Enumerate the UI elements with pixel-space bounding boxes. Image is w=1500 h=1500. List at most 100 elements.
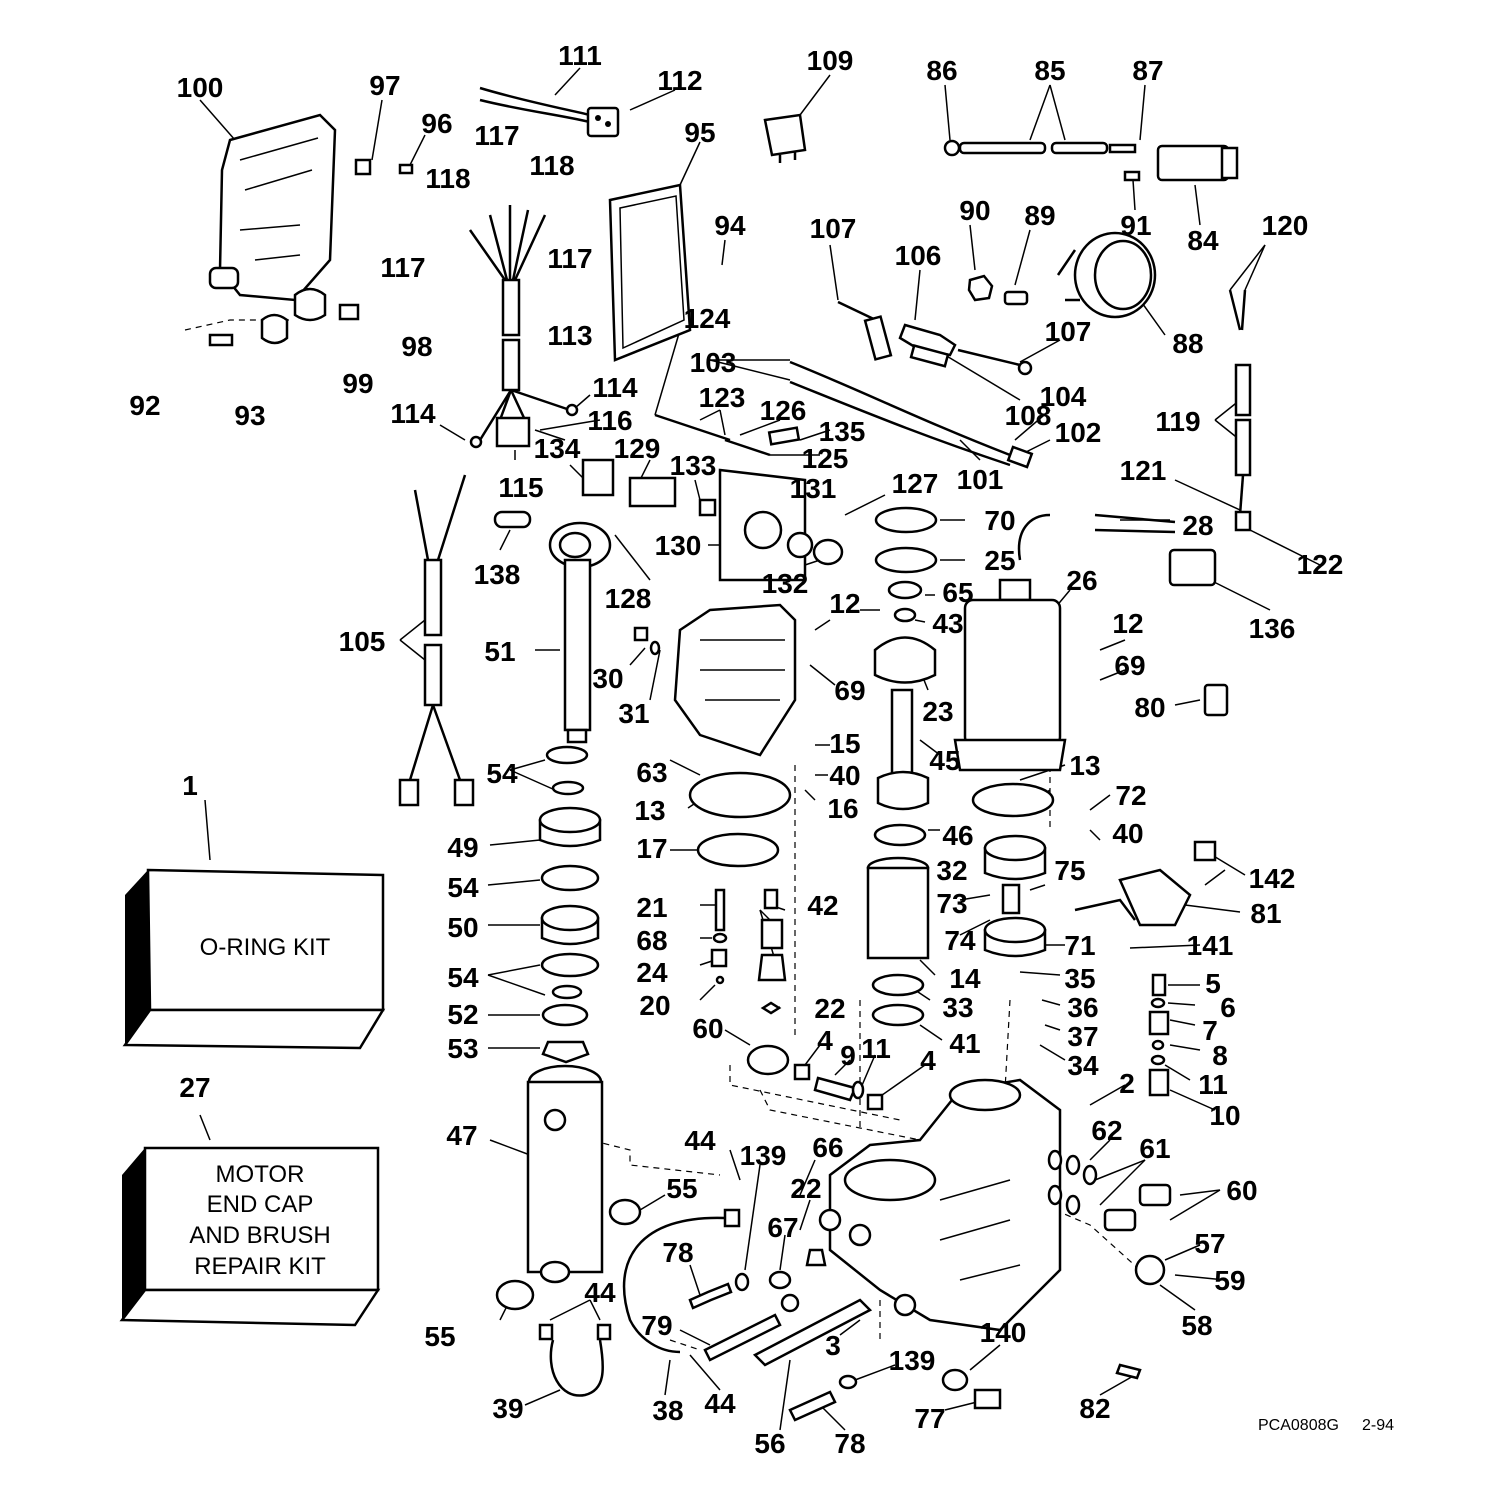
callout-68: 68 bbox=[636, 925, 667, 956]
callout-52: 52 bbox=[447, 999, 478, 1030]
callout-54: 54 bbox=[447, 962, 479, 993]
callout-10: 10 bbox=[1209, 1100, 1240, 1131]
callout-103: 103 bbox=[690, 347, 737, 378]
o-ring-kit-box: O-RING KIT bbox=[122, 868, 386, 1050]
callout-106: 106 bbox=[895, 240, 942, 271]
callout-63: 63 bbox=[636, 757, 667, 788]
callout-84: 84 bbox=[1187, 225, 1219, 256]
harness-105 bbox=[398, 474, 475, 807]
callout-124: 124 bbox=[684, 303, 731, 334]
wire-101-104 bbox=[789, 360, 1034, 469]
motor-kit-line2: END CAP bbox=[207, 1191, 314, 1218]
callout-14: 14 bbox=[949, 963, 981, 994]
callout-3: 3 bbox=[825, 1330, 841, 1361]
callout-35: 35 bbox=[1064, 963, 1095, 994]
callout-55: 55 bbox=[666, 1173, 697, 1204]
callout-75: 75 bbox=[1054, 855, 1085, 886]
callout-47: 47 bbox=[446, 1120, 477, 1151]
callout-42: 42 bbox=[807, 890, 838, 921]
callout-13: 13 bbox=[1069, 750, 1100, 781]
reservoir-body-124-135 bbox=[493, 413, 844, 582]
callout-91: 91 bbox=[1120, 210, 1151, 241]
callout-66: 66 bbox=[812, 1132, 843, 1163]
callout-12: 12 bbox=[1112, 608, 1143, 639]
callout-13: 13 bbox=[634, 795, 665, 826]
callout-37: 37 bbox=[1067, 1021, 1098, 1052]
motor-kit-line4: REPAIR KIT bbox=[194, 1253, 326, 1280]
callout-134: 134 bbox=[534, 433, 581, 464]
callout-98: 98 bbox=[401, 331, 432, 362]
callout-59: 59 bbox=[1214, 1265, 1245, 1296]
ring-13-left bbox=[688, 771, 792, 819]
callout-54: 54 bbox=[486, 758, 518, 789]
callout-46: 46 bbox=[942, 820, 973, 851]
manual-release-81-142 bbox=[1074, 840, 1217, 927]
callout-99: 99 bbox=[342, 368, 373, 399]
callout-86: 86 bbox=[926, 55, 957, 86]
pump-manifold-2 bbox=[818, 1078, 1063, 1332]
callout-22: 22 bbox=[814, 993, 845, 1024]
callout-78: 78 bbox=[834, 1428, 865, 1459]
callout-25: 25 bbox=[984, 545, 1015, 576]
callout-11: 11 bbox=[1198, 1069, 1228, 1100]
callout-23: 23 bbox=[922, 696, 953, 727]
callout-138: 138 bbox=[474, 559, 521, 590]
callout-17: 17 bbox=[636, 833, 667, 864]
switch-106-108 bbox=[837, 300, 1033, 376]
cover-plate-95 bbox=[608, 183, 692, 362]
callout-9: 9 bbox=[840, 1040, 856, 1071]
callout-126: 126 bbox=[760, 395, 807, 426]
lamp-89-90 bbox=[967, 274, 1029, 306]
callout-30: 30 bbox=[592, 663, 623, 694]
clip-97 bbox=[354, 158, 372, 176]
callout-136: 136 bbox=[1249, 613, 1296, 644]
callout-85: 85 bbox=[1034, 55, 1065, 86]
callout-95: 95 bbox=[684, 117, 715, 148]
callout-43: 43 bbox=[932, 608, 963, 639]
pump-body-63 bbox=[633, 603, 797, 757]
callout-80: 80 bbox=[1134, 692, 1165, 723]
callout-58: 58 bbox=[1181, 1310, 1212, 1341]
callout-125: 125 bbox=[802, 443, 849, 474]
callout-88: 88 bbox=[1172, 328, 1203, 359]
callout-16: 16 bbox=[827, 793, 858, 824]
callout-118: 118 bbox=[425, 163, 470, 194]
callout-21: 21 bbox=[636, 892, 667, 923]
callout-labels: 1 2 3 4 4 5 6 7 8 9 10 11 11 12 12 13 13… bbox=[129, 40, 1343, 1459]
callout-27: 27 bbox=[179, 1072, 210, 1103]
callout-39: 39 bbox=[492, 1393, 523, 1424]
cylinder-parts-49-54 bbox=[538, 745, 602, 1064]
callout-141: 141 bbox=[1187, 930, 1234, 961]
callout-60: 60 bbox=[1226, 1175, 1257, 1206]
callout-101: 101 bbox=[957, 464, 1004, 495]
fittings-60-62 bbox=[1065, 1154, 1172, 1286]
callout-96: 96 bbox=[421, 108, 452, 139]
callout-69: 69 bbox=[834, 675, 865, 706]
leader-lines bbox=[199, 67, 1321, 1431]
callout-100: 100 bbox=[177, 72, 224, 103]
callout-1: 1 bbox=[182, 770, 198, 801]
pins-and-bolts-56-78 bbox=[688, 1282, 1142, 1422]
callout-44: 44 bbox=[704, 1388, 736, 1419]
callout-120: 120 bbox=[1262, 210, 1309, 241]
callout-26: 26 bbox=[1066, 565, 1097, 596]
callout-115: 115 bbox=[498, 472, 543, 503]
callout-44: 44 bbox=[684, 1125, 716, 1156]
callout-56: 56 bbox=[754, 1428, 785, 1459]
small-parts-column-5-10 bbox=[1148, 973, 1170, 1097]
callout-55: 55 bbox=[424, 1321, 455, 1352]
hoses-and-fasteners-38-44 bbox=[495, 1198, 827, 1397]
gauge-88 bbox=[1056, 231, 1157, 319]
callout-79: 79 bbox=[641, 1310, 672, 1341]
callout-107: 107 bbox=[1045, 316, 1092, 347]
callout-53: 53 bbox=[447, 1033, 478, 1064]
callout-93: 93 bbox=[234, 400, 265, 431]
callout-108: 108 bbox=[1005, 400, 1052, 431]
callout-49: 49 bbox=[447, 832, 478, 863]
piston-23-45 bbox=[873, 506, 938, 847]
callout-60: 60 bbox=[692, 1013, 723, 1044]
callout-139: 139 bbox=[740, 1140, 787, 1171]
callout-127: 127 bbox=[892, 468, 939, 499]
screw-96 bbox=[398, 163, 414, 175]
